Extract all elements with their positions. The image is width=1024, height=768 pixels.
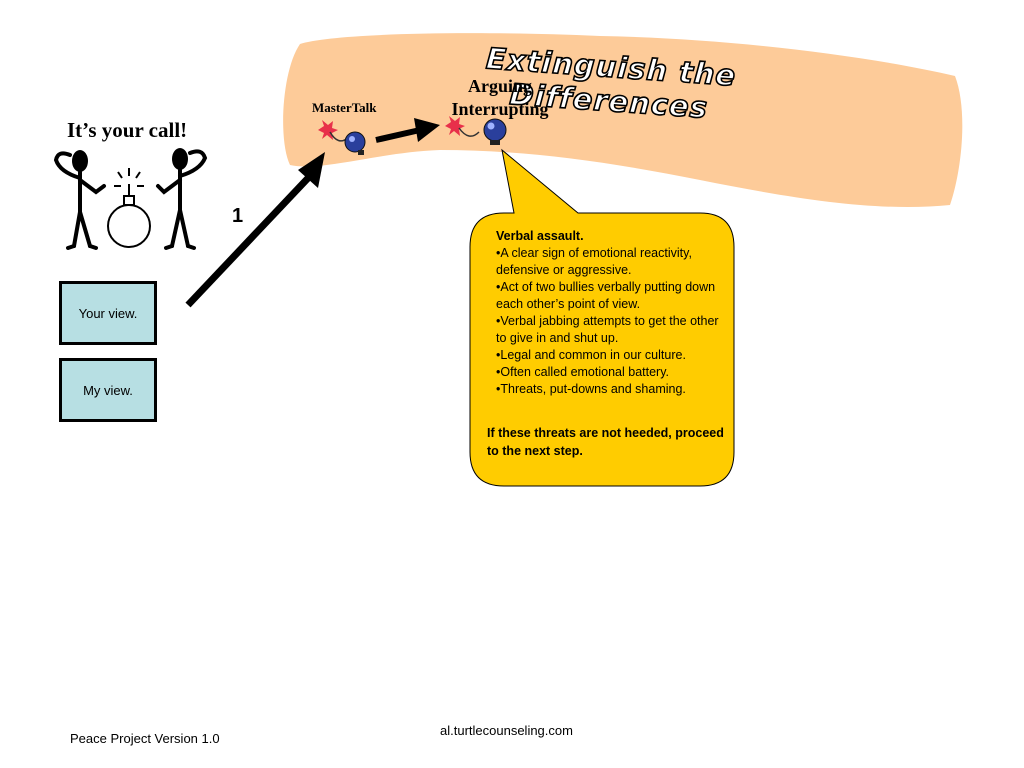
callout-footer: If these threats are not heeded, proceed… — [487, 426, 724, 458]
callout-bullet: Often called emotional battery. — [496, 364, 728, 381]
stick-figure-icon — [156, 148, 208, 250]
callout-bullet: Threats, put-downs and shaming. — [496, 381, 728, 398]
step-arrow — [185, 152, 325, 308]
footer-version: Peace Project Version 1.0 — [70, 731, 220, 746]
callout-bullet-list: A clear sign of emotional reactivity, de… — [496, 245, 728, 398]
my-view-label: My view. — [83, 382, 133, 398]
bomb-icon — [107, 168, 151, 248]
bomb-icon — [318, 120, 366, 155]
bomb-icon — [445, 116, 507, 145]
step-number: 1 — [232, 205, 244, 227]
my-view-button[interactable]: My view. — [59, 358, 157, 422]
callout-bullet: A clear sign of emotional reactivity, de… — [496, 245, 728, 279]
callout-heading: Verbal assault. — [496, 229, 584, 243]
callout-bullet: Act of two bullies verbally putting down… — [496, 279, 728, 313]
page-heading: It’s your call! — [67, 118, 188, 142]
mastertalk-to-arguing-arrow — [375, 118, 440, 143]
footer-website: al.turtlecounseling.com — [440, 723, 573, 738]
label-mastertalk: MasterTalk — [312, 100, 377, 115]
label-arguing: Arguing — [467, 76, 532, 96]
your-view-label: Your view. — [78, 305, 138, 321]
label-interrupting: Interrupting — [451, 99, 549, 119]
callout-bullet: Legal and common in our culture. — [496, 347, 728, 364]
your-view-button[interactable]: Your view. — [59, 281, 157, 345]
stick-figure-icon — [53, 150, 106, 250]
callout-body: Verbal assault. A clear sign of emotiona… — [496, 228, 728, 398]
banner-shape — [283, 33, 963, 208]
callout-bullet: Verbal jabbing attempts to get the other… — [496, 313, 728, 347]
